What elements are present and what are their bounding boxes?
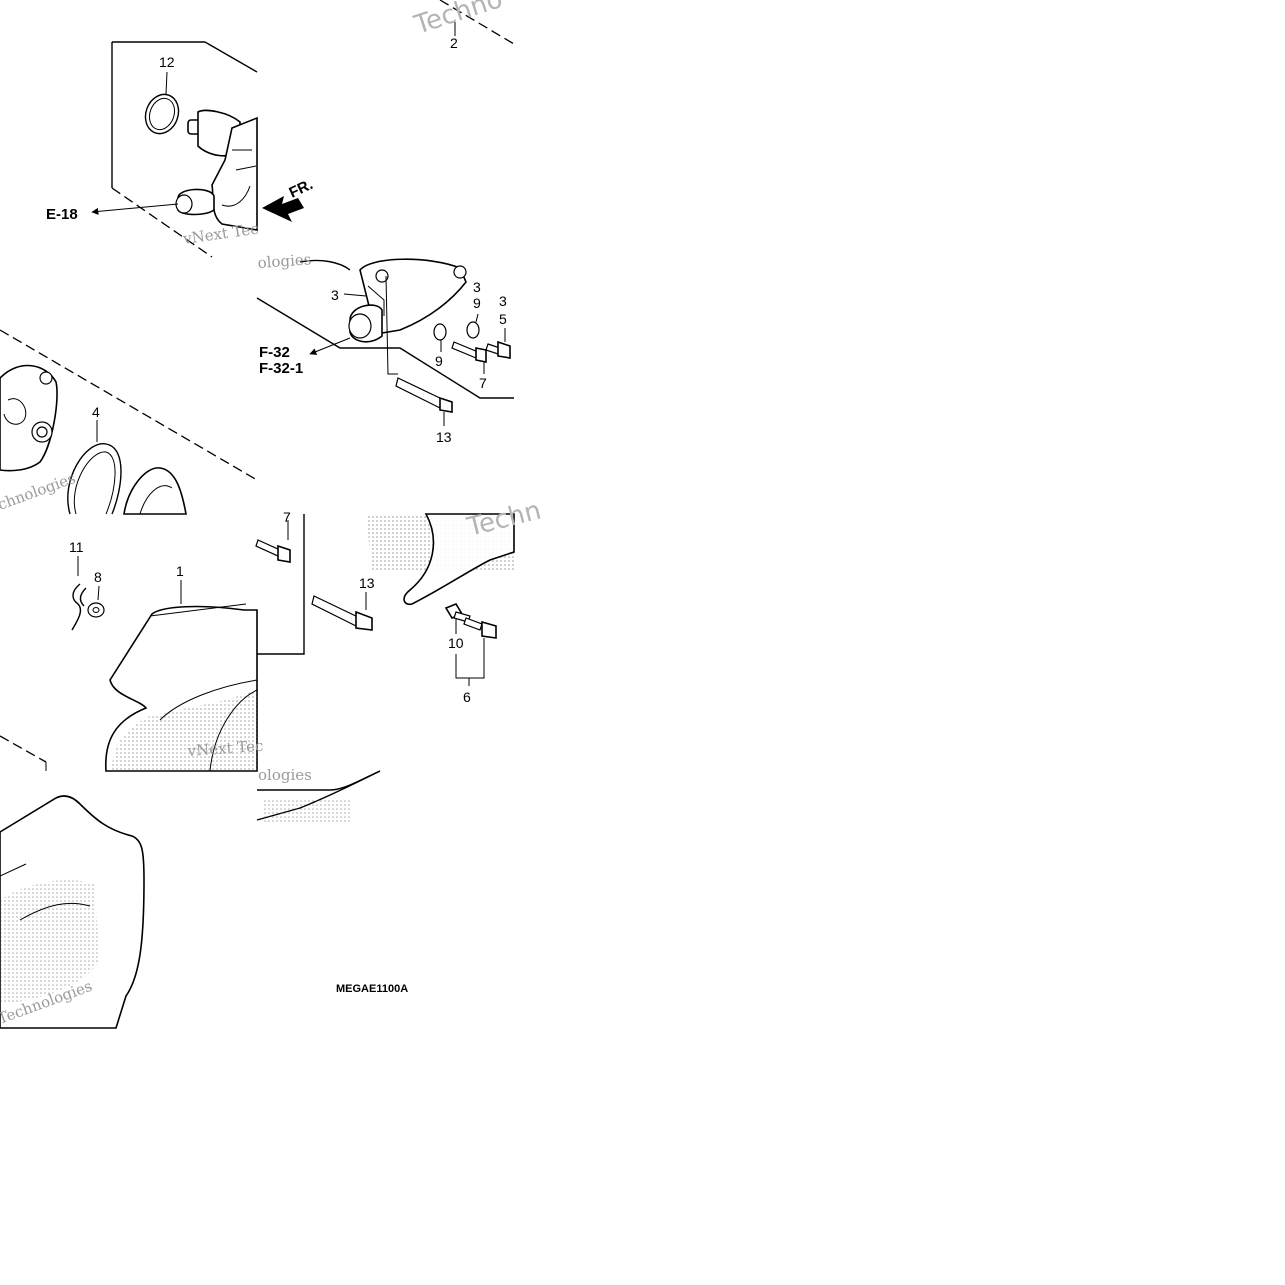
watermark-text: vNext Tec	[181, 220, 260, 249]
callout-5: 5	[499, 311, 507, 327]
washer-part	[433, 323, 447, 341]
tile-top-left: FR. E-18 12 vNext Tec	[46, 41, 316, 258]
watermark-text: vNext Tec	[186, 737, 264, 760]
thermostat-housing-part	[175, 109, 258, 231]
callout-3: 3	[331, 287, 339, 303]
long-bolt-part	[395, 377, 453, 413]
callout-3: 3	[499, 293, 507, 309]
front-direction-arrow: FR.	[262, 176, 316, 222]
callout-13: 13	[359, 575, 375, 591]
bolt-part	[485, 340, 511, 359]
reference-f32: F-32	[259, 344, 290, 361]
tile-bottom: Technologies ologies MEGAE1100A	[0, 766, 408, 1029]
callout-10: 10	[448, 635, 464, 651]
cover-lower-part	[0, 795, 145, 1029]
water-outlet-joint-part	[348, 258, 467, 343]
water-pump-part	[0, 364, 58, 472]
callout-7: 7	[479, 375, 487, 391]
callout-1: 1	[176, 563, 184, 579]
flange-bolt-part	[255, 539, 291, 563]
reference-e18: E-18	[46, 206, 78, 223]
bolt-part	[463, 617, 497, 639]
callout-9: 9	[473, 295, 481, 311]
callout-9: 9	[435, 353, 443, 369]
tile-bottom-left: 11 8 1 vNext Tec	[0, 539, 264, 772]
watermark-text: ologies	[257, 250, 312, 272]
callout-12: 12	[159, 54, 175, 70]
tile-middle-left: 4 chnologies	[0, 329, 258, 515]
washer-part	[87, 602, 105, 618]
clip-part	[71, 583, 87, 631]
tile-bottom-right: 7 13 Techn 10 6	[255, 496, 544, 705]
long-bolt-part	[311, 595, 373, 631]
callout-2: 2	[450, 35, 458, 51]
callout-3: 3	[473, 279, 481, 295]
tile-middle-right: 3 F-32 F-32-1 13 9 3 9 7	[256, 250, 514, 445]
callout-4: 4	[92, 404, 100, 420]
callout-8: 8	[94, 569, 102, 585]
pump-o-ring-part	[67, 443, 122, 515]
flange-bolt-part	[451, 341, 487, 363]
watermark-text: ologies	[258, 766, 312, 784]
watermark-text: Techno	[410, 0, 506, 41]
tile-top-right: 2 Techno	[410, 0, 515, 51]
callout-11: 11	[69, 539, 84, 555]
engine-cover-part	[105, 603, 258, 772]
diagram-code: MEGAE1100A	[336, 983, 408, 995]
callout-13: 13	[436, 429, 452, 445]
front-direction-label: FR.	[287, 176, 316, 202]
callout-7: 7	[283, 509, 291, 525]
washer-part	[466, 321, 480, 339]
o-ring-part	[144, 93, 180, 135]
reference-f32-1: F-32-1	[259, 360, 303, 377]
callout-6: 6	[463, 689, 471, 705]
watermark-text: chnologies	[0, 469, 78, 514]
